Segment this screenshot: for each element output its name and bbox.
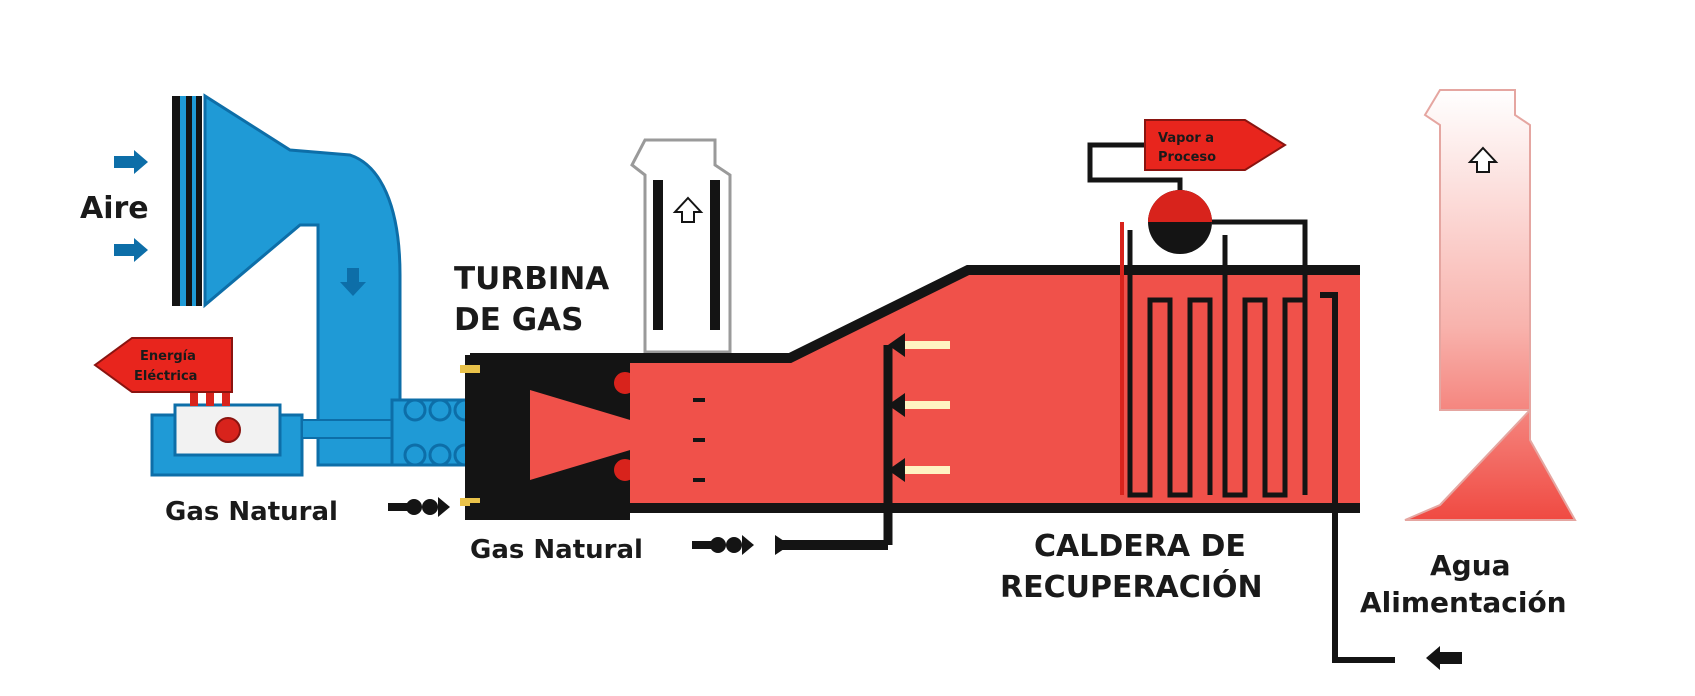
generator: [150, 392, 304, 477]
vapor-pipe: [1087, 142, 1183, 190]
arrow-right-icon: [114, 238, 148, 262]
arrow-down-icon: [340, 268, 366, 296]
heat-exchanger-coils: [1127, 219, 1395, 663]
agua-label-2: Alimentación: [1360, 586, 1567, 619]
recovery-boiler: [470, 265, 1360, 513]
shaft: [301, 419, 393, 439]
supplementary-burners: [775, 333, 950, 555]
main-stack: [1404, 89, 1577, 521]
gas-natural-center-label: Gas Natural: [470, 535, 643, 565]
arrow-up-icon: [672, 196, 704, 223]
gas-natural-left-label: Gas Natural: [165, 497, 338, 527]
vapor-label-1: Vapor a: [1158, 131, 1214, 146]
air-filter: [172, 96, 202, 306]
compressor: [390, 398, 477, 467]
vapor-arrow-icon: [1144, 119, 1287, 171]
turbina-label-2: DE GAS: [454, 302, 583, 338]
caldera-label-2: RECUPERACIÓN: [1000, 568, 1263, 605]
agua-label-1: Agua: [1430, 549, 1511, 582]
caldera-label-1: CALDERA DE: [1034, 529, 1246, 564]
energia-label-2: Eléctrica: [134, 369, 197, 384]
arrow-right-icon: [114, 150, 148, 174]
steam-drum: [1148, 190, 1212, 254]
gas-flow-icon: [692, 535, 754, 555]
vapor-label-2: Proceso: [1158, 150, 1216, 165]
gas-flow-icon: [388, 497, 450, 517]
arrow-left-icon: [1426, 646, 1462, 670]
turbina-label-1: TURBINA: [454, 261, 609, 297]
arrow-up-icon: [1467, 146, 1499, 173]
aire-label: Aire: [80, 191, 149, 226]
energy-arrow-icon: [93, 337, 233, 393]
turbine-chimney: [630, 138, 732, 354]
energia-label-1: Energía: [140, 349, 196, 364]
